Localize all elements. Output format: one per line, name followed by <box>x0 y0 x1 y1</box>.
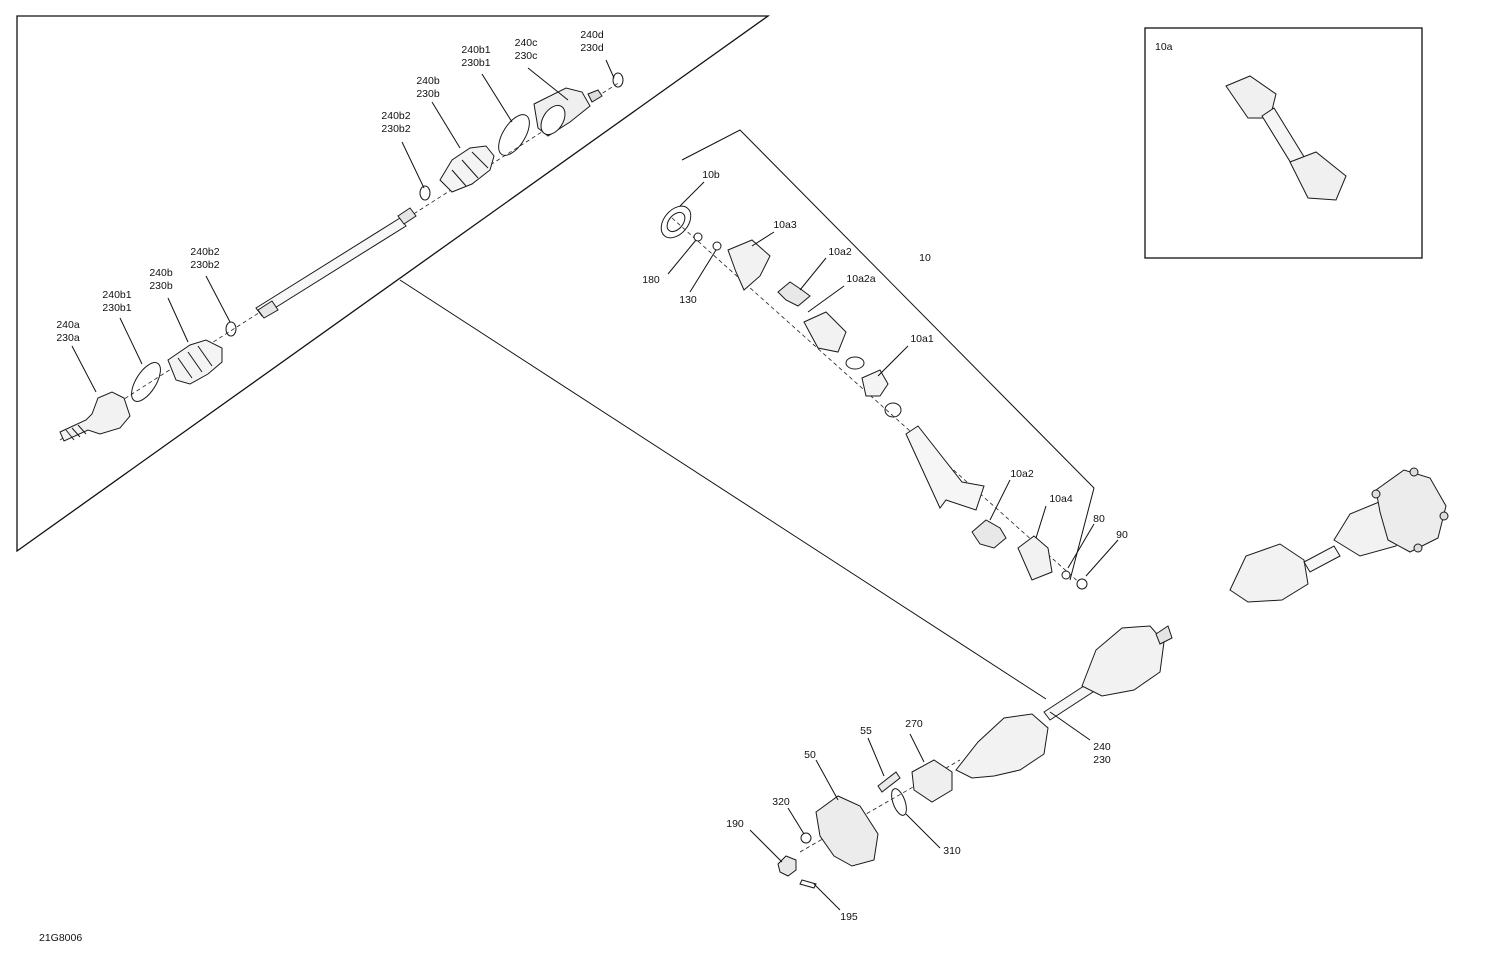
callout-230b2: 230b2 <box>381 123 410 135</box>
callout-10a2: 10a2 <box>828 246 852 258</box>
callout-310: 310 <box>943 845 961 857</box>
callout-180: 180 <box>642 274 660 286</box>
axle-shaft <box>255 207 417 319</box>
inset-10a: 10a <box>1144 27 1423 259</box>
callout-10a4: 10a4 <box>1049 493 1073 505</box>
callout-240d: 240d <box>580 29 604 41</box>
outer-cv-joint <box>59 391 131 442</box>
yoke-10a3 <box>727 239 771 291</box>
callout-10a1: 10a1 <box>910 333 934 345</box>
callout-270: 270 <box>905 718 923 730</box>
callout-320: 320 <box>772 796 790 808</box>
callout-50: 50 <box>804 749 816 761</box>
stud-55 <box>877 771 901 793</box>
callout-240b: 240b <box>149 267 173 279</box>
cross-10a2-top <box>777 281 811 307</box>
assembled-propeller-shaft <box>1225 75 1347 201</box>
callout-230b: 230b <box>416 88 440 100</box>
axle-240 <box>955 713 1049 779</box>
propeller-shaft-bracket <box>681 129 1095 581</box>
callout-240b: 240b <box>416 75 440 87</box>
shaft-exploded-panel <box>16 15 771 553</box>
callout-10a2: 10a2 <box>1010 468 1034 480</box>
callout-10a3: 10a3 <box>773 219 797 231</box>
inset-label: 10a <box>1155 41 1173 53</box>
callout-230d: 230d <box>580 42 604 54</box>
callout-10: 10 <box>919 252 931 264</box>
diagram-code: 21G8006 <box>39 932 82 944</box>
callout-190: 190 <box>726 818 744 830</box>
assembled-drive-axle <box>1229 467 1449 603</box>
callout-labels: 240d 230d 240c 230c 240b1 230b1 240b 230… <box>56 29 1128 923</box>
knuckle-hub-50 <box>815 795 879 867</box>
callout-130: 130 <box>679 294 697 306</box>
callout-230b1: 230b1 <box>102 302 131 314</box>
callout-240a: 240a <box>56 319 80 331</box>
exploded-drive-shaft <box>59 72 624 442</box>
leader-lines <box>71 59 1119 911</box>
callout-10b: 10b <box>702 169 720 181</box>
yoke-10a4 <box>1017 535 1053 581</box>
propeller-shaft-exploded <box>660 205 1088 590</box>
callout-240: 240 <box>1093 741 1111 753</box>
callout-230b2: 230b2 <box>190 259 219 271</box>
callout-230a: 230a <box>56 332 80 344</box>
inner-cv-joint <box>533 87 603 137</box>
boot-10a1 <box>861 369 889 397</box>
callout-80: 80 <box>1093 513 1105 525</box>
callout-240b1: 240b1 <box>102 289 131 301</box>
cross-10a2-low <box>971 519 1007 549</box>
callout-230c: 230c <box>515 50 538 62</box>
callout-90: 90 <box>1116 529 1128 541</box>
callout-240b2: 240b2 <box>190 246 219 258</box>
bearing-270 <box>911 759 953 803</box>
axle-hub-exploded <box>777 625 1173 889</box>
callout-240b2: 240b2 <box>381 110 410 122</box>
cotter-pin-195 <box>799 879 817 889</box>
callout-240b1: 240b1 <box>461 44 490 56</box>
callout-55: 55 <box>860 725 872 737</box>
yoke-10a2a <box>803 311 847 353</box>
callout-195: 195 <box>840 911 858 923</box>
nut-190 <box>777 855 797 877</box>
callout-230b: 230b <box>149 280 173 292</box>
callout-10a2a: 10a2a <box>846 273 875 285</box>
inner-boot <box>439 145 495 193</box>
callout-230: 230 <box>1093 754 1111 766</box>
callout-230b1: 230b1 <box>461 57 490 69</box>
panel-connector-lines <box>399 279 1047 700</box>
callout-240c: 240c <box>515 37 538 49</box>
slip-shaft <box>905 425 985 511</box>
